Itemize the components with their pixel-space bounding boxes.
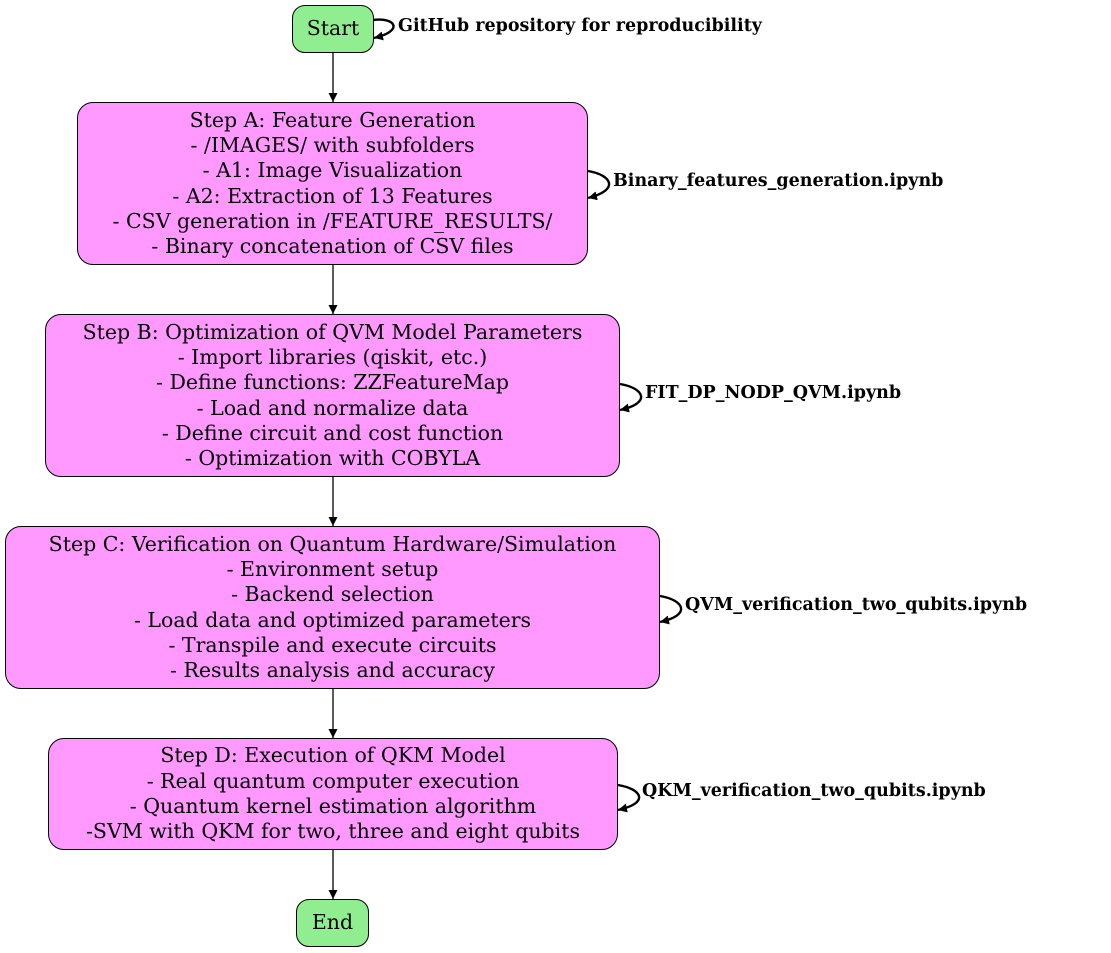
self-loop-label-start: GitHub repository for reproducibility — [398, 16, 762, 36]
self-loop-step-c — [659, 594, 683, 625]
step-c-line: - Transpile and execute circuits — [168, 632, 497, 657]
step-a-line: - CSV generation in /FEATURE_RESULTS/ — [112, 208, 553, 233]
self-loop-label-step-a: Binary_features_generation.ipynb — [613, 171, 944, 191]
start-node-label: Start — [306, 16, 360, 41]
step-b-line: - Import libraries (qiskit, etc.) — [177, 344, 488, 369]
step-a-title: Step A: Feature Generation — [189, 107, 476, 132]
step-d-title: Step D: Execution of QKM Model — [160, 743, 506, 768]
self-loop-step-d — [617, 783, 641, 813]
step-d-node: Step D: Execution of QKM Model - Real qu… — [48, 738, 618, 850]
step-c-node: Step C: Verification on Quantum Hardware… — [5, 526, 660, 689]
step-b-line: - Define functions: ZZFeatureMap — [156, 370, 509, 395]
self-loop-label-step-d: QKM_verification_two_qubits.ipynb — [642, 781, 986, 801]
step-d-line: - Real quantum computer execution — [146, 768, 520, 793]
step-a-line: - Binary concatenation of CSV files — [151, 234, 514, 259]
step-a-node: Step A: Feature Generation - /IMAGES/ wi… — [77, 102, 588, 265]
self-loop-label-step-c: QVM_verification_two_qubits.ipynb — [685, 595, 1028, 615]
step-b-line: - Load and normalize data — [196, 395, 469, 420]
start-node: Start — [292, 5, 374, 53]
end-node-label: End — [311, 910, 354, 935]
step-b-title: Step B: Optimization of QVM Model Parame… — [82, 319, 583, 344]
step-c-line: - Load data and optimized parameters — [133, 607, 532, 632]
self-loop-step-b — [619, 382, 643, 413]
self-loop-start — [372, 18, 395, 41]
end-node: End — [296, 899, 369, 947]
self-loop-step-a — [587, 169, 611, 201]
step-a-line: - A2: Extraction of 13 Features — [172, 183, 493, 208]
step-b-line: - Optimization with COBYLA — [184, 446, 481, 471]
step-b-node: Step B: Optimization of QVM Model Parame… — [45, 314, 620, 477]
step-a-line: - /IMAGES/ with subfolders — [190, 132, 475, 157]
self-loop-label-step-b: FIT_DP_NODP_QVM.ipynb — [645, 383, 902, 403]
step-c-line: - Backend selection — [231, 582, 434, 607]
step-c-line: - Results analysis and accuracy — [170, 658, 495, 683]
step-d-line: -SVM with QKM for two, three and eight q… — [86, 819, 580, 844]
step-b-line: - Define circuit and cost function — [161, 420, 504, 445]
step-d-line: - Quantum kernel estimation algorithm — [129, 794, 537, 818]
step-a-line: - A1: Image Visualization — [202, 158, 463, 183]
step-c-line: - Environment setup — [226, 556, 439, 581]
step-c-title: Step C: Verification on Quantum Hardware… — [48, 531, 617, 556]
